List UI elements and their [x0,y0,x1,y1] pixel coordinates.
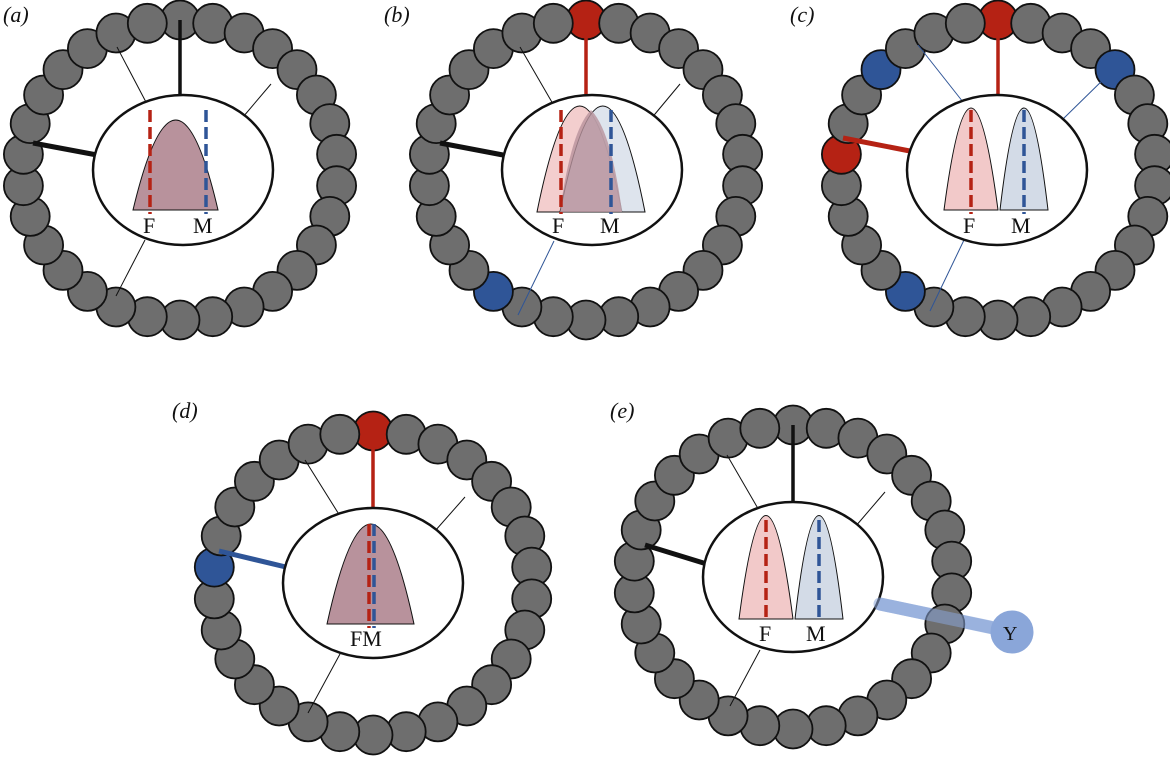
peaks-c [943,107,1049,214]
bead-ring-b [408,0,763,341]
peaks-b [536,105,646,214]
bead-ring-e [613,404,973,750]
peak-label-f-a: F [143,213,155,238]
peak-label-f-b: F [552,213,564,238]
peak-label-m-e: M [806,621,826,646]
tethers-c [842,20,1111,312]
panel-label-a: (a) [3,2,29,27]
tethers-d [218,431,466,714]
bead [319,413,361,455]
peaks-a [132,110,219,214]
bead-ring-a [2,0,358,341]
panel-label-c: (c) [790,2,814,27]
bead [532,2,574,44]
nucleus-c [905,93,1089,247]
peak-label-m-b: M [600,213,620,238]
peak-label-f-e: F [759,621,771,646]
bead-ring-c [821,0,1170,341]
panel-a: (a) F M [2,0,358,341]
bead [739,407,781,449]
chromosome-y-label: Y [1003,623,1017,645]
chromosome-y-tether-overlay [873,597,997,634]
chromosome-y-bead [990,610,1034,654]
bead-ring-d [193,410,553,756]
panel-e: (e) F M Y [610,398,1034,750]
peak-label-m-a: M [193,213,213,238]
tethers-a [32,20,272,297]
panel-label-d: (d) [172,398,198,423]
peak-label-fm-d: FM [350,626,382,651]
peak-label-m-c: M [1011,213,1031,238]
panel-c: (c) F M [790,0,1170,341]
panel-label-b: (b) [384,2,410,27]
peaks-e [738,515,844,622]
bead [126,2,168,44]
nucleus-e [701,500,885,654]
peak-label-f-c: F [963,213,975,238]
bead [944,2,986,44]
panel-label-e: (e) [610,398,634,423]
tethers-e [644,425,886,707]
panel-d: (d) FM [172,398,553,756]
tethers-b [439,20,681,316]
panel-b: (b) F M [384,0,763,341]
peaks-d [326,523,415,628]
